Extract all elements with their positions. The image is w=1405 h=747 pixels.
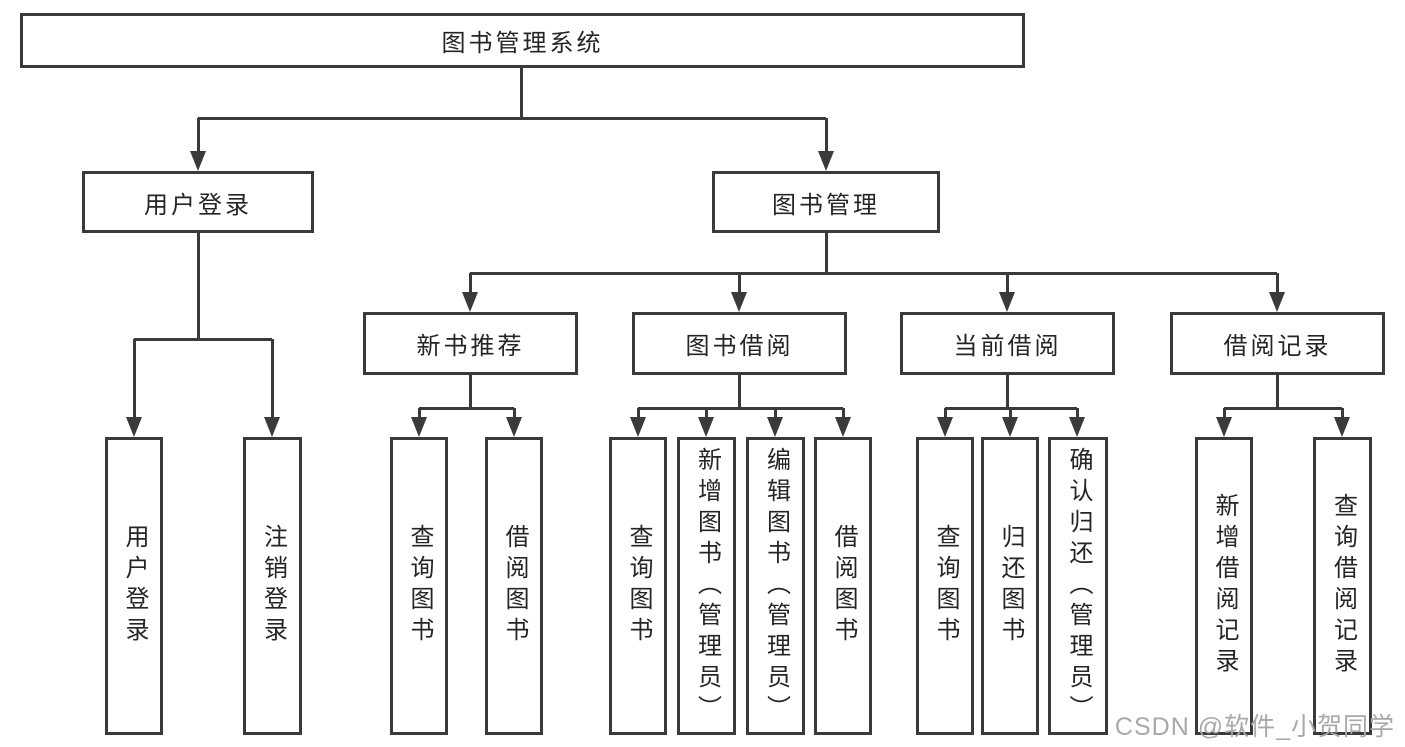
connector-line bbox=[824, 233, 828, 273]
node-label: 用户登录 bbox=[144, 191, 252, 219]
connector-line bbox=[638, 406, 843, 410]
connector-line bbox=[270, 339, 274, 421]
arrowhead-down-icon bbox=[1216, 417, 1232, 437]
arrowhead-down-icon bbox=[190, 151, 206, 171]
node-label: 借阅图书 bbox=[501, 524, 528, 648]
node-leaf-query-borrow-record: 查询借阅记录 bbox=[1313, 437, 1372, 735]
connector-line bbox=[196, 233, 200, 339]
arrowhead-down-icon bbox=[835, 417, 851, 437]
node-leaf-logout: 注销登录 bbox=[243, 437, 302, 735]
connector-line bbox=[737, 273, 741, 296]
connector-line bbox=[1275, 375, 1279, 408]
arrowhead-down-icon bbox=[937, 417, 953, 437]
node-leaf-borrow-book-1: 借阅图书 bbox=[485, 437, 543, 735]
node-label: 新增借阅记录 bbox=[1211, 493, 1238, 679]
node-label: 查询图书 bbox=[406, 524, 433, 648]
arrowhead-down-icon bbox=[264, 417, 280, 437]
node-label: 确认归还（管理员） bbox=[1065, 446, 1092, 726]
arrowhead-down-icon bbox=[630, 417, 646, 437]
arrowhead-down-icon bbox=[126, 417, 142, 437]
node-book-borrow: 图书借阅 bbox=[632, 312, 847, 375]
connector-line bbox=[417, 408, 421, 421]
node-leaf-edit-book-admin: 编辑图书（管理员） bbox=[746, 437, 805, 735]
arrowhead-down-icon bbox=[731, 292, 747, 312]
arrowhead-down-icon bbox=[1002, 417, 1018, 437]
connector-line bbox=[419, 406, 514, 410]
connector-line bbox=[1224, 406, 1342, 410]
node-leaf-query-book-3: 查询图书 bbox=[916, 437, 974, 735]
node-new-book-rec: 新书推荐 bbox=[363, 312, 578, 375]
connector-line bbox=[512, 408, 516, 421]
arrowhead-down-icon bbox=[698, 417, 714, 437]
connector-line bbox=[468, 273, 472, 296]
connector-line bbox=[943, 408, 947, 421]
node-leaf-add-book-admin: 新增图书（管理员） bbox=[677, 437, 736, 735]
arrowhead-down-icon bbox=[999, 292, 1015, 312]
node-label: 借阅记录 bbox=[1223, 333, 1332, 360]
node-label: 新书推荐 bbox=[416, 333, 525, 360]
arrowhead-down-icon bbox=[1269, 292, 1285, 312]
connector-line bbox=[134, 337, 272, 341]
node-label: 注销登录 bbox=[259, 524, 287, 648]
connector-line bbox=[1008, 408, 1012, 421]
node-label: 查询借阅记录 bbox=[1329, 493, 1357, 679]
arrowhead-down-icon bbox=[1334, 417, 1350, 437]
node-label: 图书管理系统 bbox=[441, 30, 604, 57]
node-leaf-add-borrow-record: 新增借阅记录 bbox=[1195, 437, 1253, 735]
connector-line bbox=[824, 118, 828, 155]
node-label: 新增图书（管理员） bbox=[693, 446, 721, 726]
arrowhead-down-icon bbox=[506, 417, 522, 437]
arrowhead-down-icon bbox=[411, 417, 427, 437]
node-borrow-record: 借阅记录 bbox=[1170, 312, 1385, 375]
node-book-mgmt: 图书管理 bbox=[712, 171, 940, 233]
node-leaf-confirm-return-admin: 确认归还（管理员） bbox=[1048, 437, 1108, 735]
node-leaf-query-book-2: 查询图书 bbox=[609, 437, 667, 735]
connector-line bbox=[636, 408, 640, 421]
node-root: 图书管理系统 bbox=[20, 13, 1025, 68]
arrowhead-down-icon bbox=[462, 292, 478, 312]
node-label: 编辑图书（管理员） bbox=[762, 446, 790, 726]
node-label: 借阅图书 bbox=[830, 524, 857, 648]
node-label: 当前借阅 bbox=[953, 333, 1062, 360]
connector-line bbox=[519, 68, 523, 118]
node-label: 图书借阅 bbox=[685, 333, 794, 360]
arrowhead-down-icon bbox=[818, 151, 834, 171]
connector-line bbox=[196, 118, 200, 155]
connector-line bbox=[1340, 408, 1344, 421]
node-label: 查询图书 bbox=[625, 524, 652, 648]
connector-line bbox=[470, 271, 1277, 275]
node-current-borrow: 当前借阅 bbox=[900, 312, 1115, 375]
node-leaf-borrow-book-2: 借阅图书 bbox=[814, 437, 872, 735]
arrowhead-down-icon bbox=[767, 417, 783, 437]
connector-line bbox=[132, 339, 136, 421]
connector-line bbox=[704, 408, 708, 421]
connector-line bbox=[1005, 375, 1009, 408]
node-leaf-user-login: 用户登录 bbox=[105, 437, 163, 735]
connector-line bbox=[198, 116, 826, 120]
node-label: 查询图书 bbox=[932, 524, 959, 648]
csdn-watermark: CSDN @软件_小贺同学 bbox=[1114, 713, 1395, 741]
arrowhead-down-icon bbox=[1069, 417, 1085, 437]
connector-line bbox=[737, 375, 741, 408]
node-label: 图书管理 bbox=[772, 191, 880, 219]
node-label: 归还图书 bbox=[997, 524, 1024, 648]
connector-line bbox=[1005, 273, 1009, 296]
connector-line bbox=[468, 375, 472, 408]
connector-line bbox=[1222, 408, 1226, 421]
connector-line bbox=[1275, 273, 1279, 296]
node-user-login: 用户登录 bbox=[82, 171, 314, 233]
node-leaf-query-book-1: 查询图书 bbox=[390, 437, 448, 735]
connector-line bbox=[1075, 408, 1079, 421]
connector-line bbox=[841, 408, 845, 421]
node-label: 用户登录 bbox=[121, 524, 148, 648]
connector-line bbox=[773, 408, 777, 421]
node-leaf-return-book: 归还图书 bbox=[981, 437, 1039, 735]
